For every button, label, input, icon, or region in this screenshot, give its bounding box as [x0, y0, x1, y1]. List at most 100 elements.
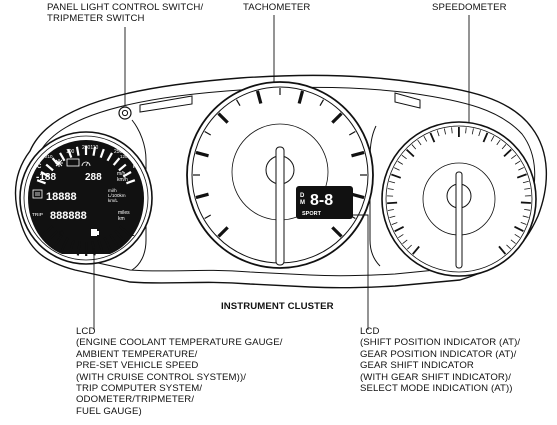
tach-major-tick [351, 150, 365, 158]
speedo-minor-tick [496, 139, 501, 146]
tach-minor-tick [235, 99, 241, 107]
left-lcd-bezel-inner [23, 135, 149, 261]
trip-unit-mid: L/100km [108, 193, 126, 198]
speedo-minor-tick [524, 188, 531, 190]
temp-scale-120: 120 [120, 154, 128, 159]
trip-computer-digits: 18888 [46, 191, 77, 203]
gear-prefix-m: M [300, 200, 305, 206]
tach-major-tick [217, 226, 229, 238]
speedo-major-tick [498, 245, 507, 255]
fuel-arc-segment [109, 234, 119, 248]
right-lcd-callout-line-5: (WITH GEAR SHIFT INDICATOR)/ [360, 371, 511, 383]
fuel-arc-segment [97, 239, 104, 254]
cruise-indicator-icon [81, 161, 91, 167]
speedo-minor-tick [506, 244, 512, 250]
tach-needle [275, 146, 285, 266]
tachometer-callout: TACHOMETER [243, 2, 311, 13]
fuel-empty-label: 0 [59, 229, 64, 238]
sport-mode-label: SPORT [302, 211, 322, 217]
panel-light-callout-line-2: TRIPMETER SWITCH [47, 13, 145, 25]
odometer-digits: 888888 [50, 210, 87, 222]
speedo-major-tick [520, 201, 531, 204]
speedo-major-tick [394, 226, 405, 233]
speedo-needle [455, 171, 463, 269]
left-lcd-callout-line-2: (ENGINE COOLANT TEMPERATURE GAUGE/ [76, 337, 283, 349]
tach-major-tick [331, 226, 343, 238]
speedo-minor-tick [391, 222, 398, 226]
temp-scale-230110: 230110 [82, 145, 99, 151]
fuel-pump-icon [91, 229, 99, 236]
tach-minor-tick [204, 130, 212, 136]
fuel-arc-segment [68, 239, 75, 254]
speedo-minor-tick [417, 139, 422, 146]
gear-lcd-face [296, 186, 353, 219]
tachometer-scale-ticks [193, 88, 367, 238]
gear-position-digits: 8-8 [310, 192, 333, 209]
speedo-minor-tick [389, 181, 396, 184]
temp-arc-segment [122, 171, 132, 178]
lim-indicator-icon [66, 158, 80, 167]
right-lcd-callout-line-4: GEAR SHIFT INDICATOR [360, 360, 474, 372]
speedo-minor-tick [514, 233, 521, 238]
speedometer-scale-ticks [387, 126, 531, 255]
temp-arc-segment [40, 171, 50, 178]
speed-unit-bottom: km/h [117, 177, 128, 183]
trip-unit-top: mi/h [108, 188, 117, 193]
speedometer-callout: SPEEDOMETER [432, 2, 507, 13]
tach-major-tick [195, 192, 209, 200]
fuel-arc-segment [114, 230, 126, 243]
temp-high-label: H [133, 164, 137, 170]
odo-unit-top: miles [118, 210, 130, 216]
speedo-minor-tick [514, 160, 521, 165]
fuel-full-label: 1 [130, 229, 135, 238]
speedo-minor-tick [407, 244, 412, 250]
fuel-arc-segment [76, 241, 81, 256]
speedo-major-tick [482, 132, 489, 143]
left-lcd-display: 100 230110 250 210 120 C H -188 288 m/h … [19, 131, 153, 265]
speedo-major-tick [503, 148, 512, 158]
speedo-minor-tick [471, 128, 474, 135]
speed-digits: 288 [85, 172, 102, 183]
temp-arc-segment [67, 148, 73, 158]
temp-scale-100: 100 [66, 149, 75, 155]
speedo-major-tick [516, 173, 527, 179]
speedo-major-tick [387, 201, 398, 205]
temp-arc-segment [99, 148, 105, 158]
left-lcd-callout-line-6: TRIP COMPUTER SYSTEM/ [76, 383, 203, 395]
speed-unit-top: m/h [117, 171, 126, 177]
temp-scale-210: 210 [45, 154, 53, 159]
tachometer-gauge: D M 8-8 SPORT [186, 81, 374, 269]
fuel-arc-segment [60, 237, 69, 252]
speedo-minor-tick [436, 130, 440, 137]
gear-prefix-d: D [300, 193, 305, 199]
panel-light-switch-knob[interactable] [118, 106, 132, 120]
fuel-arc-segment [103, 237, 112, 251]
speedo-minor-tick [511, 154, 517, 160]
temp-arc-segment [51, 157, 60, 166]
fuel-arc-segment [53, 234, 63, 248]
temp-arc-segment [92, 146, 97, 156]
speedo-major-tick [514, 225, 524, 232]
housing-shelf-left [139, 95, 193, 113]
temp-arc-segment [36, 179, 46, 185]
trip-unit-bottom: km/L [108, 198, 118, 203]
speedo-minor-tick [501, 144, 507, 150]
tach-major-tick [331, 112, 343, 124]
tach-major-tick [195, 150, 209, 158]
leader-lines [93, 15, 470, 330]
tach-minor-tick [204, 214, 212, 220]
speedo-minor-tick [411, 144, 417, 150]
speedo-minor-tick [465, 127, 467, 134]
temp-arc-segment [106, 152, 113, 162]
speedo-minor-tick [451, 127, 453, 134]
trip-computer-icon [32, 189, 43, 199]
fuel-arc-segment [119, 225, 132, 237]
odo-unit-bottom: km [118, 216, 125, 222]
speedo-minor-tick [389, 215, 396, 219]
temp-arc-segment [126, 179, 136, 185]
tach-major-tick [297, 90, 305, 104]
left-lcd-face [28, 140, 144, 254]
instrument-cluster-caption: INSTRUMENT CLUSTER [221, 301, 334, 312]
